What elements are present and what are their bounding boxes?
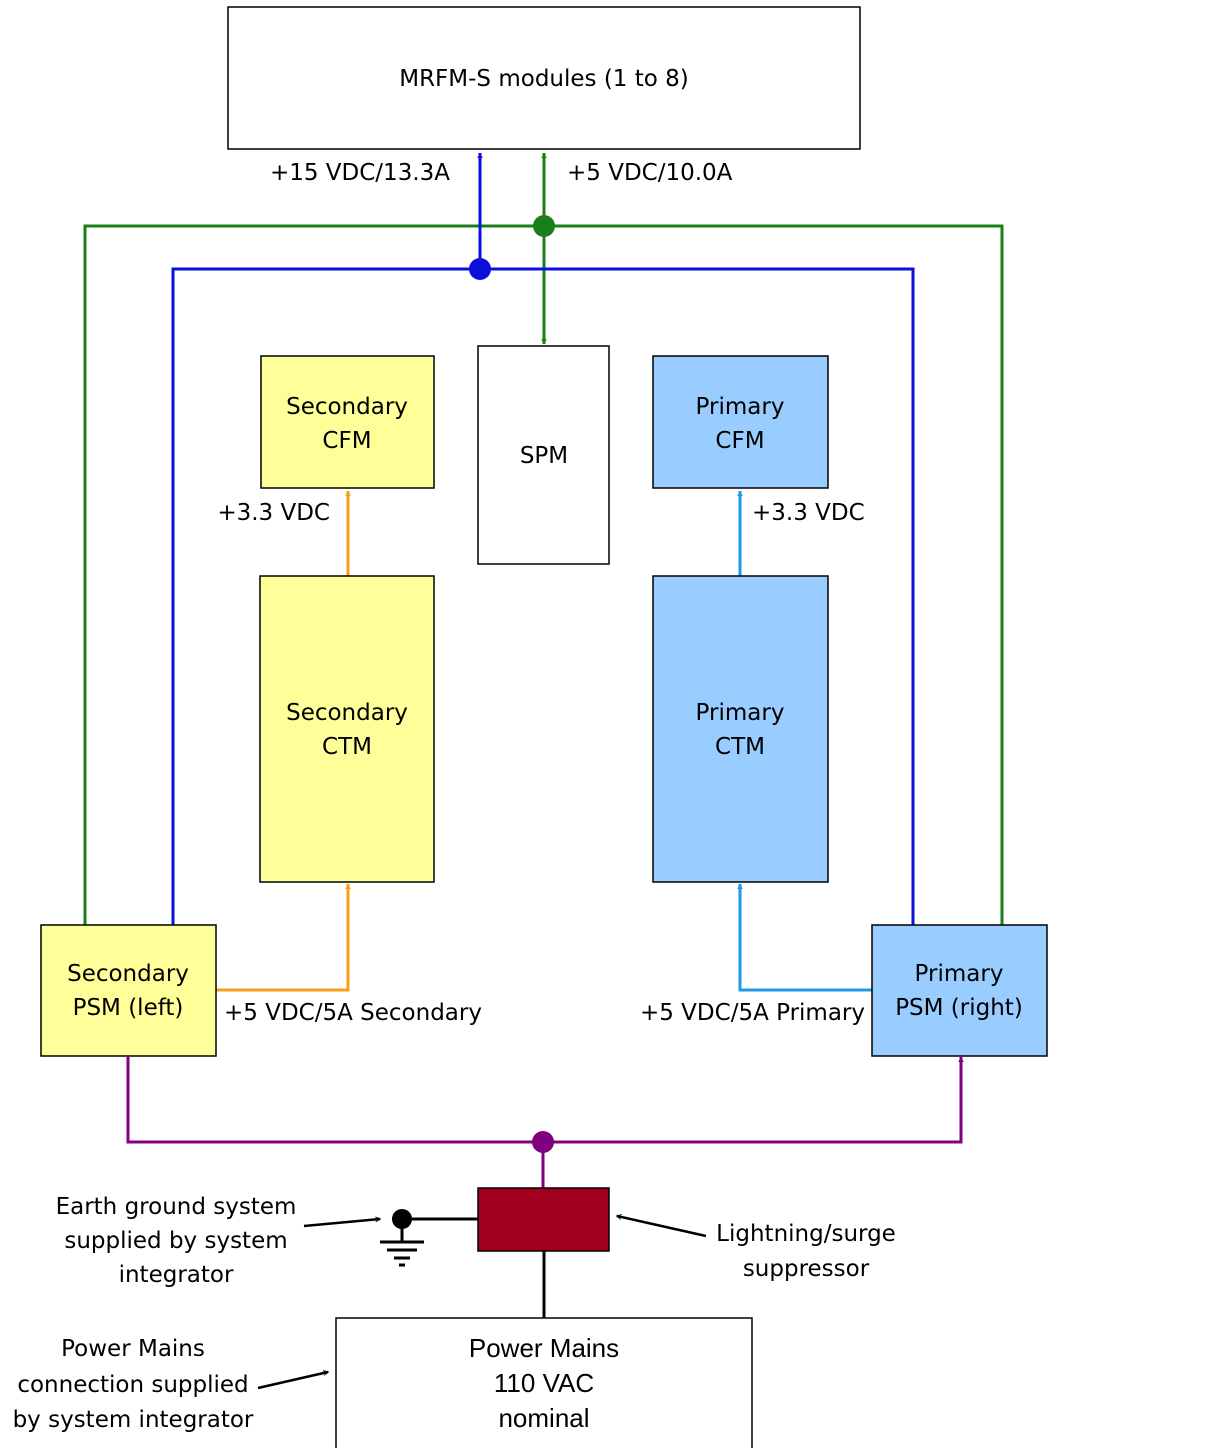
- secondary-psm-label-2: PSM (left): [73, 995, 184, 1021]
- earth-ground-icon: [380, 1209, 424, 1267]
- secondary-cfm-box: Secondary CFM: [260, 355, 435, 489]
- purple-ac-rail: [125, 1052, 964, 1188]
- secondary-5v-label: +5 VDC/5A Secondary: [224, 1000, 482, 1026]
- mains-callout-line-1: Power Mains: [61, 1336, 205, 1362]
- secondary-orange-rails: [216, 490, 351, 992]
- earth-callout-line-2: supplied by system: [64, 1228, 287, 1254]
- callout-arrows: [257, 1214, 707, 1390]
- primary-ctm-label-2: CTM: [715, 734, 765, 760]
- surge-callout-line-1: Lightning/surge: [716, 1221, 896, 1247]
- primary-ctm-box: Primary CTM: [652, 575, 829, 883]
- mains-callout-line-3: by system integrator: [13, 1407, 254, 1433]
- primary-5v-arrow: [737, 883, 872, 992]
- spm-box: SPM: [477, 345, 610, 565]
- primary-psm-label-1: Primary: [915, 961, 1004, 987]
- secondary-ctm-label-2: CTM: [322, 734, 372, 760]
- mrfm-box: MRFM-S modules (1 to 8): [227, 6, 861, 150]
- secondary-cfm-label-2: CFM: [322, 428, 371, 454]
- earth-callout-line-3: integrator: [119, 1262, 234, 1288]
- secondary-33v-label: +3.3 VDC: [217, 500, 330, 526]
- earth-callout: Earth ground system supplied by system i…: [56, 1194, 297, 1288]
- rail-label-5v: +5 VDC/10.0A: [567, 160, 733, 186]
- secondary-5v-arrow: [216, 883, 351, 992]
- surge-suppressor-box: [477, 1187, 610, 1252]
- mains-callout: Power Mains connection supplied by syste…: [13, 1336, 254, 1433]
- primary-ctm-label-1: Primary: [696, 700, 785, 726]
- earth-callout-arrow: [303, 1216, 382, 1228]
- power-mains-label-3: nominal: [498, 1403, 589, 1433]
- secondary-ctm-box: Secondary CTM: [259, 575, 435, 883]
- spm-label: SPM: [520, 443, 568, 469]
- primary-33v-label: +3.3 VDC: [752, 500, 865, 526]
- primary-blue-rails: [737, 490, 872, 992]
- purple-junction-dot: [532, 1131, 554, 1153]
- black-wires: [402, 1217, 546, 1318]
- primary-cfm-label-1: Primary: [696, 394, 785, 420]
- power-mains-box: Power Mains 110 VAC nominal: [335, 1317, 753, 1448]
- surge-callout: Lightning/surge suppressor: [716, 1221, 896, 1282]
- secondary-psm-box: Secondary PSM (left): [40, 924, 217, 1057]
- primary-psm-box: Primary PSM (right): [871, 924, 1048, 1057]
- mains-callout-arrow: [257, 1370, 330, 1390]
- power-mains-label-2: 110 VAC: [494, 1368, 594, 1398]
- primary-psm-label-2: PSM (right): [895, 995, 1023, 1021]
- surge-callout-line-2: suppressor: [743, 1256, 870, 1282]
- earth-callout-line-1: Earth ground system: [56, 1194, 297, 1220]
- ac-bus: [125, 1052, 964, 1144]
- surge-callout-arrow: [615, 1214, 707, 1238]
- primary-cfm-box: Primary CFM: [652, 355, 829, 489]
- blue-junction-dot: [469, 258, 491, 280]
- primary-5v-label: +5 VDC/5A Primary: [640, 1000, 865, 1026]
- rail-label-15v: +15 VDC/13.3A: [270, 160, 450, 186]
- secondary-cfm-label-1: Secondary: [286, 394, 408, 420]
- green-junction-dot: [533, 215, 555, 237]
- mains-callout-line-2: connection supplied: [17, 1372, 248, 1398]
- power-mains-label-1: Power Mains: [469, 1333, 619, 1363]
- primary-cfm-label-2: CFM: [715, 428, 764, 454]
- mrfm-label: MRFM-S modules (1 to 8): [399, 66, 689, 92]
- secondary-psm-label-1: Secondary: [67, 961, 189, 987]
- blue-15v-rail: [171, 152, 915, 925]
- secondary-ctm-label-1: Secondary: [286, 700, 408, 726]
